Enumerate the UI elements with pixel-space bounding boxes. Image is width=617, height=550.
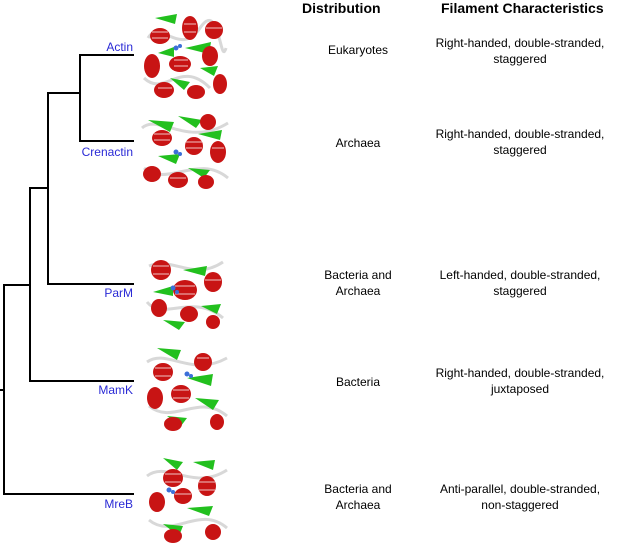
protein-structure-mreb xyxy=(146,458,228,543)
distribution-mreb: Bacteria and Archaea xyxy=(324,482,392,512)
taxon-label-actin: Actin xyxy=(106,40,133,54)
filament-mamk: Right-handed, double-stranded, juxtapose… xyxy=(435,366,605,396)
distribution-mamk: Bacteria xyxy=(335,375,381,389)
filament-mreb: Anti-parallel, double-stranded, non-stag… xyxy=(439,482,601,512)
filament-parm: Left-handed, double-stranded, staggered xyxy=(439,268,601,298)
taxon-label-mamk: MamK xyxy=(98,383,133,397)
protein-structure-actin xyxy=(142,14,228,99)
filament-actin: Right-handed, double-stranded, staggered xyxy=(435,36,605,66)
distribution-parm: Bacteria and Archaea xyxy=(324,268,392,298)
protein-structure-crenactin xyxy=(140,114,229,189)
protein-structure-mamk xyxy=(146,348,228,431)
taxon-label-crenactin: Crenactin xyxy=(81,145,133,159)
distribution-crenactin: Archaea xyxy=(335,136,381,150)
taxon-label-mreb: MreB xyxy=(104,497,133,511)
protein-structure-parm xyxy=(145,260,224,330)
filament-crenactin: Right-handed, double-stranded, staggered xyxy=(435,127,605,157)
header-filament-characteristics: Filament Characteristics xyxy=(441,0,604,16)
phylogenetic-tree xyxy=(0,54,134,495)
header-distribution: Distribution xyxy=(302,0,381,16)
distribution-actin: Eukaryotes xyxy=(327,43,389,57)
taxon-label-parm: ParM xyxy=(104,286,133,300)
